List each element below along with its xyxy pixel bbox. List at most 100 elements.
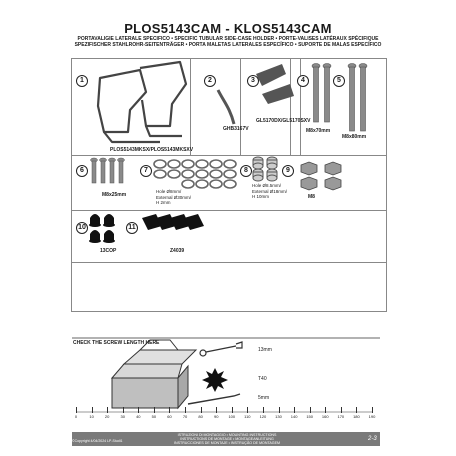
ruler-tick-label: 30 [120,414,125,419]
caps-drawing [89,214,115,243]
washers-drawing [153,159,237,189]
col-divider [190,58,191,155]
part-label-7-line-1: Hole Ø8mm/ [156,189,182,194]
part-label-9: M8 [308,194,315,200]
ruler-tick-label: 100 [228,414,236,419]
ruler-tick-label: 90 [213,414,219,419]
part-label-10: 13COP [100,248,117,254]
ruler-tick [138,407,140,413]
ruler-tick [294,407,296,413]
ruler-tick [231,407,233,413]
col-divider [290,58,291,155]
ruler-tick [76,407,77,413]
allen-size-label: 5mm [258,395,270,401]
plates-drawing [256,64,294,104]
ruler-tick-label: 180 [353,414,360,419]
ruler-tick [153,407,155,413]
side-case-holder-drawing [96,60,188,144]
page-subtitles: PORTAVALIGIE LATERALE SPECIFICO • SPECIF… [0,36,456,48]
part-label-7: Hole Ø8mm/ External Ø30mm/ H 2mm [156,189,191,206]
ruler-tick-label: 80 [198,414,203,419]
wrench-drawing [199,341,243,357]
ruler-tick-label: 160 [321,414,329,419]
ruler-tick [278,407,280,413]
part-label-7-line-2: External Ø30mm/ [156,194,192,200]
part-number-1: 1 [76,75,88,87]
ruler-tick [356,407,358,413]
toolbox-drawing [110,339,198,410]
ruler-tick [91,407,93,413]
part-number-10: 10 [76,222,88,234]
row-divider [71,210,387,211]
ruler-tick [325,407,327,413]
bushings-drawing [142,214,204,230]
ruler-tick [262,407,264,413]
part-label-6: M8x25mm [102,192,127,198]
ruler-tick-label: 170 [337,414,345,419]
part-number-5: 5 [333,75,345,87]
subtitle-line-1: PORTAVALIGIE LATERALE SPECIFICO • SPECIF… [77,36,379,42]
torx-size-label: T40 [258,376,267,382]
parts-box [71,58,387,312]
ruler-tick-label: 190 [368,414,376,419]
part-label-8-line-1: Hole Ø8.5mm/ [252,183,282,188]
ruler-tick-label: 110 [244,414,251,419]
ruler-tick-label: 60 [167,414,172,419]
ruler-tick [122,407,124,413]
subtitle-line-2: SPEZIFISCHER STAHLROHR-SEITENTRÄGER • PO… [74,42,382,48]
ruler-tick-label: 40 [136,414,141,419]
col-divider [240,58,241,155]
part-number-2: 2 [204,75,216,87]
ruler-tick [309,407,311,413]
torx-drawing [202,368,228,392]
ruler-tick [200,407,202,413]
col-divider [300,58,301,155]
page-title: PLOS5143CAM - KLOS5143CAM [124,21,332,36]
part-label-8-line-2: External Ø18mm/ [252,188,288,194]
ruler-tick [340,407,342,413]
copyright-text: ©Copyright 4/04/2024 LP-Studi1 [72,439,123,443]
part-label-1: PLOS5143MKSX/PLOS5143MKSXV [110,147,194,153]
allen-key-drawing [187,393,241,405]
part-number-8: 8 [240,165,252,177]
part-label-7-line-3: H 2mm [156,200,171,205]
ruler-tick [247,407,249,413]
spacers-drawing [252,156,278,182]
part-number-7: 7 [140,165,152,177]
ruler-tick-label: 20 [104,414,110,419]
part-label-11: Z4039 [170,248,185,254]
ruler-tick-label: 0 [74,414,78,419]
part-label-3: GL5170DX/GL5170SXV [256,118,311,124]
part-number-4: 4 [297,75,309,87]
row-divider [71,155,387,156]
part-label-8: Hole Ø8.5mm/ External Ø18mm/ H 10mm [252,183,287,200]
bracket-drawing [216,89,236,125]
ruler-tick-label: 50 [151,414,157,419]
part-number-6: 6 [76,165,88,177]
ruler-caption: CHECK THE SCREW LENGTH HERE [73,340,160,346]
part-number-11: 11 [126,222,138,234]
footer-bar [72,432,380,446]
part-label-5: M8x80mm [342,134,367,140]
long-screws-m8x70-drawing [311,63,332,123]
part-number-9: 9 [282,165,294,177]
ruler-tick [107,407,109,413]
footer-line-1: ISTRUZIONI DI MONTAGGIO • MOUNTING INSTR… [177,433,277,437]
short-screws-drawing [90,157,125,184]
ruler-tick-label: 150 [306,414,314,419]
part-label-2: GHB3167V [223,126,249,132]
part-label-8-line-3: H 10mm [252,194,270,199]
ruler-tick-label: 130 [275,414,282,419]
footer-line-2: INSTRUCTIONS DE MONTAGE • MONTAGEANLEITU… [180,437,274,441]
ruler-tick-label: 10 [89,414,94,419]
wrench-size-label: 13mm [258,347,272,353]
part-number-3: 3 [247,75,259,87]
ruler-tick [185,407,187,413]
ruler-tick [169,407,171,413]
long-screws-m8x80-drawing [347,63,368,132]
ruler-tick [216,407,218,413]
footer-instructions: ISTRUZIONI DI MONTAGGIO • MOUNTING INSTR… [152,433,302,445]
nuts-drawing [300,161,342,191]
ruler-tick-label: 70 [182,414,188,419]
